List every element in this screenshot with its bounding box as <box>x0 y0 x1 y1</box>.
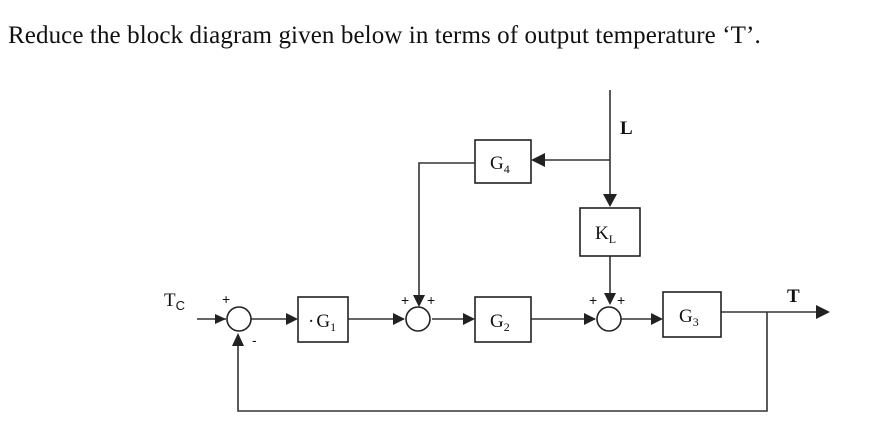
summing-junction-1 <box>226 306 252 332</box>
arrow-into-kl <box>603 194 617 207</box>
block-g4-label: G4 <box>490 153 510 176</box>
sum1-minus-sign: - <box>252 332 257 348</box>
arrow-output <box>816 305 830 319</box>
block-g2 <box>474 296 532 343</box>
sum2-left-plus-sign: + <box>401 292 409 308</box>
arrow-kl-sum3 <box>604 293 616 305</box>
input-signal-label: TC <box>164 290 185 313</box>
arrow-into-g2 <box>463 313 475 325</box>
sum2-right-plus-sign: + <box>427 292 435 308</box>
block-kl-label: KL <box>595 223 616 246</box>
arrow-feedback-sum1 <box>232 333 244 346</box>
arrow-into-sum1 <box>215 314 226 324</box>
arrow-into-g3 <box>651 313 663 325</box>
block-g1-label: ·G1 <box>308 311 336 334</box>
block-kl <box>579 207 641 257</box>
arrow-g4-sum2 <box>413 295 425 307</box>
sum3-left-plus-sign: + <box>589 292 597 308</box>
wire-g4-sum2 <box>418 162 475 302</box>
arrow-into-g1 <box>286 313 298 325</box>
block-g4 <box>474 139 532 184</box>
arrow-into-sum3 <box>584 313 596 325</box>
question-text: Reduce the block diagram given below in … <box>8 22 761 49</box>
block-g3 <box>662 291 722 338</box>
summing-junction-3 <box>596 306 622 332</box>
sum3-right-plus-sign: + <box>617 292 625 308</box>
arrow-into-g4 <box>531 153 545 167</box>
block-g1 <box>297 296 349 343</box>
load-signal-label: L <box>620 118 633 139</box>
sum1-plus-sign: + <box>222 291 230 307</box>
wire-feedback <box>237 312 768 412</box>
block-g2-label: G2 <box>490 311 510 334</box>
summing-junction-2 <box>405 306 431 332</box>
arrow-into-sum2 <box>393 313 405 325</box>
block-g3-label: G3 <box>679 306 699 329</box>
output-signal-label: T <box>787 286 800 307</box>
